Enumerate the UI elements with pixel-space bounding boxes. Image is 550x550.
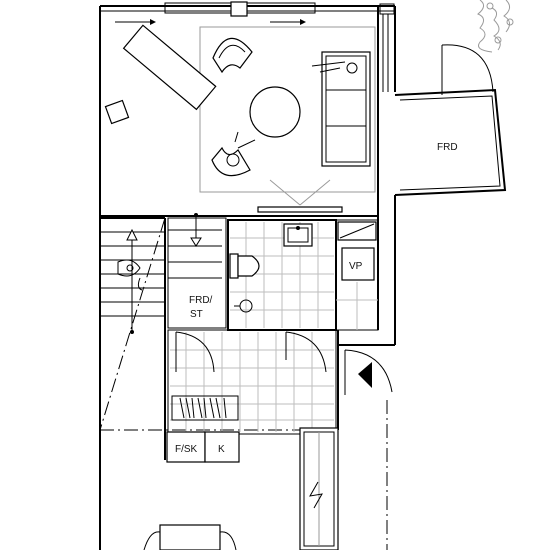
freezer-label: F/SK xyxy=(175,444,198,455)
doors xyxy=(175,331,393,395)
outer-walls xyxy=(99,5,396,550)
hallway-floor xyxy=(167,329,337,435)
desk xyxy=(104,24,217,125)
living-room xyxy=(104,24,376,213)
kitchen-counter xyxy=(299,427,339,550)
toilet xyxy=(229,253,260,279)
stair-storage-label-1: FRD/ xyxy=(189,295,213,306)
tv-stand xyxy=(257,179,343,213)
coffee-table xyxy=(249,86,301,138)
entrance-arrow-icon xyxy=(358,362,372,388)
floor-drain xyxy=(234,299,253,313)
plants xyxy=(477,0,514,53)
bathroom xyxy=(227,219,337,331)
staircase: FRD/ ST xyxy=(100,213,227,460)
water-heater-label: VP xyxy=(349,261,363,272)
fridge-label: K xyxy=(218,444,225,455)
storage-room-label: FRD xyxy=(437,142,458,153)
coat-rack xyxy=(171,395,239,421)
armchair-bottom xyxy=(211,131,256,177)
side-window xyxy=(382,14,389,92)
dining-table xyxy=(143,524,237,550)
water-heater-area: VP xyxy=(335,219,379,331)
kitchen: F/SK K xyxy=(143,427,339,550)
sofa xyxy=(311,51,371,167)
storage-room: FRD xyxy=(394,44,507,196)
armchair-top xyxy=(212,37,253,74)
top-windows xyxy=(115,1,395,25)
stair-storage-label-2: ST xyxy=(190,309,203,320)
sink xyxy=(283,223,313,247)
